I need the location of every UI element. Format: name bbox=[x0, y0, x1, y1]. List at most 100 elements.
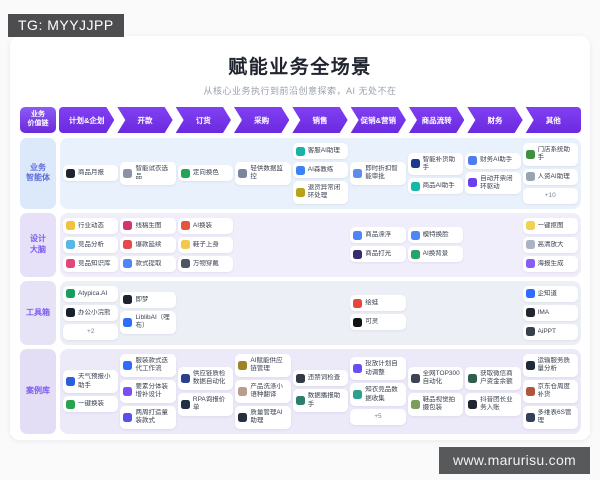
app-icon bbox=[353, 168, 363, 178]
item-chip: 绘蛙 bbox=[350, 295, 406, 312]
item-label: 客服AI助理 bbox=[307, 146, 340, 154]
item-chip: 供应链质检数据自动化 bbox=[177, 366, 234, 390]
item-chip: AI森教练 bbox=[292, 162, 349, 178]
band-cell: Atypica.AI 办公小浣熊 +2 bbox=[63, 285, 119, 340]
app-icon bbox=[410, 181, 420, 191]
value-chain-label: 业务 价值链 bbox=[20, 107, 56, 133]
item-chip: 竞品知识库 bbox=[63, 255, 119, 272]
band-cell: 全网TOP300自动化鞋品视觉拍摄包装 bbox=[407, 354, 464, 429]
item-chip: IMA bbox=[522, 304, 578, 321]
value-chain-stage: 订货 bbox=[176, 107, 231, 133]
band-cell bbox=[235, 218, 290, 272]
app-icon bbox=[180, 221, 190, 231]
item-label: 竞品分析 bbox=[78, 240, 104, 248]
item-chip: 一键抠图 bbox=[522, 217, 578, 234]
item-chip: AI赋能供应链管理 bbox=[235, 353, 291, 377]
app-icon bbox=[180, 259, 190, 269]
app-icon bbox=[180, 168, 190, 178]
band-label-line: 设计 bbox=[30, 234, 46, 244]
app-icon bbox=[353, 364, 363, 374]
value-chain-stage: 开款 bbox=[117, 107, 172, 133]
band-label-line: 工具箱 bbox=[26, 307, 50, 317]
item-chip: 可灵 bbox=[350, 314, 406, 331]
value-chain-row: 业务 价值链 计划&企划开款订货采购销售促销&营销商品流转财务其他 bbox=[20, 107, 581, 133]
value-chain-stage: 其他 bbox=[525, 107, 581, 133]
item-label: 鞋子上身 bbox=[192, 240, 219, 248]
item-chip: 运输服务质量分析 bbox=[522, 353, 578, 377]
app-icon bbox=[123, 168, 133, 178]
item-chip: 款式提取 bbox=[120, 255, 176, 272]
item-chip: 门店系统助手 bbox=[522, 143, 578, 166]
item-label: LiblibAI（哩布） bbox=[135, 313, 170, 330]
item-label: 办公小浣熊 bbox=[78, 308, 111, 316]
band-cell: 即时折扣智能审批 bbox=[350, 143, 406, 204]
app-icon bbox=[468, 156, 478, 165]
app-icon bbox=[525, 149, 535, 159]
app-icon bbox=[525, 221, 535, 231]
app-icon bbox=[295, 146, 305, 156]
band-case-library: 案例库天气预报小助手一键换装服装款式迭代工作流要素分体装增补设计两周打造童装款式… bbox=[20, 348, 581, 434]
item-label: 产品洗涤小语种翻译 bbox=[250, 382, 283, 399]
item-label: IMA bbox=[537, 308, 550, 316]
item-label: 一键换装 bbox=[78, 399, 104, 407]
item-label: 款式提取 bbox=[135, 259, 162, 267]
item-label: 要素分体装增补设计 bbox=[135, 382, 168, 399]
item-chip: 产品洗涤小语种翻译 bbox=[235, 379, 291, 403]
item-chip: 数据播报助手 bbox=[292, 389, 349, 413]
value-chain-stage: 财务 bbox=[467, 107, 522, 133]
band-label-design-brain: 设计大脑 bbox=[20, 212, 56, 277]
item-chip: 智能试衣选品 bbox=[120, 162, 176, 185]
item-chip: 违禁词检查 bbox=[292, 370, 349, 387]
item-chip: 鞋品视觉拍摄包装 bbox=[407, 392, 464, 416]
band-cell: 线稿生图爆款延续款式提取 bbox=[120, 217, 176, 272]
app-icon bbox=[180, 399, 190, 409]
item-chip: 模特换脸 bbox=[407, 227, 464, 244]
app-icon bbox=[123, 360, 133, 370]
item-chip: 办公小浣熊 bbox=[63, 304, 119, 321]
item-label: +5 bbox=[374, 412, 382, 420]
item-chip: 爆款延续 bbox=[120, 236, 176, 253]
band-cell bbox=[465, 286, 520, 340]
item-label: 鞋品视觉拍摄包装 bbox=[422, 395, 456, 412]
value-chain-label-line2: 价值链 bbox=[27, 120, 49, 127]
app-icon bbox=[66, 240, 75, 250]
more-count-chip: +2 bbox=[63, 323, 119, 340]
band-cell: 财务AI助手自动开票闭环驱动 bbox=[465, 143, 521, 204]
item-chip: AI换装 bbox=[177, 217, 234, 234]
item-label: 天气预报小助手 bbox=[78, 373, 111, 389]
more-count-chip: +10 bbox=[522, 187, 578, 204]
item-label: 商品漂浮 bbox=[365, 231, 392, 239]
band-cell bbox=[293, 286, 348, 340]
item-label: RPA询报价单 bbox=[192, 395, 226, 412]
app-icon bbox=[238, 412, 248, 422]
item-chip: 轻供数据监控 bbox=[235, 162, 291, 185]
item-chip: 智能补货助手 bbox=[407, 152, 464, 176]
value-chain-label-line1: 业务 bbox=[31, 111, 45, 119]
app-icon bbox=[353, 317, 363, 327]
item-label: 服装款式迭代工作流 bbox=[135, 356, 168, 373]
item-label: 全网TOP300自动化 bbox=[422, 369, 460, 386]
app-icon bbox=[525, 308, 535, 318]
band-cell bbox=[293, 218, 348, 272]
item-label: 万物穿戴 bbox=[192, 259, 219, 267]
item-chip: 抖音团长业务入账 bbox=[465, 392, 521, 416]
app-icon bbox=[180, 240, 190, 250]
app-icon bbox=[525, 240, 535, 250]
band-cell: 绘蛙可灵 bbox=[350, 286, 406, 340]
item-chip: 京东仓周度补货 bbox=[522, 379, 578, 403]
app-icon bbox=[123, 412, 133, 422]
diagram: 业务 价值链 计划&企划开款订货采购销售促销&营销商品流转财务其他 业务智能体商… bbox=[20, 107, 581, 434]
item-chip: 质量管理AI助理 bbox=[235, 405, 291, 429]
item-chip: 商品漂浮 bbox=[350, 227, 406, 244]
app-icon bbox=[525, 412, 535, 422]
item-label: Atypica.AI bbox=[78, 289, 108, 297]
item-chip: AiPPT bbox=[522, 323, 578, 340]
item-chip: 多维表6S管理 bbox=[522, 405, 578, 429]
item-chip: 竞品分析 bbox=[63, 236, 119, 253]
item-label: AI赋能供应链管理 bbox=[250, 356, 283, 373]
item-label: 海报生成 bbox=[537, 259, 564, 267]
item-label: 商品打光 bbox=[365, 250, 392, 258]
item-chip: 行业动态 bbox=[63, 217, 119, 234]
